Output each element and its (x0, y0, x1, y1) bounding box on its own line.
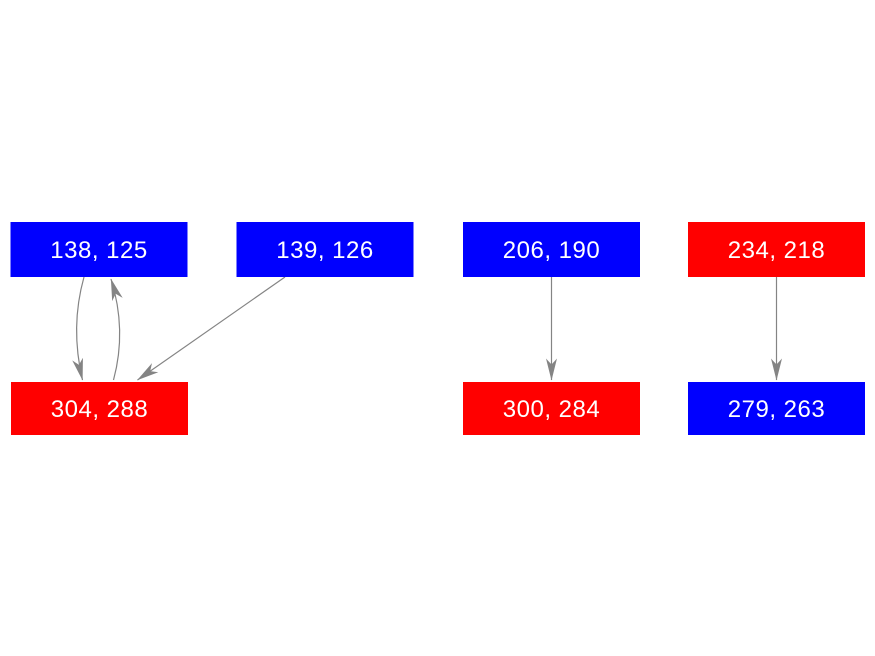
edge-138-125-to-304-288[interactable] (72, 276, 85, 381)
node-138-125[interactable]: 138, 125 (10, 222, 188, 277)
node-box[interactable] (11, 382, 188, 435)
node-box[interactable] (236, 222, 414, 277)
node-label: 138, 125 (50, 237, 147, 264)
node-234-218[interactable]: 234, 218 (688, 222, 865, 277)
node-box[interactable] (463, 222, 640, 277)
node-label: 300, 284 (503, 396, 600, 423)
edge-group (72, 276, 782, 381)
edge-139-126-to-304-288[interactable] (137, 276, 286, 381)
node-206-190[interactable]: 206, 190 (463, 222, 640, 277)
edge-304-288-to-138-125[interactable] (110, 278, 123, 381)
node-300-284[interactable]: 300, 284 (463, 382, 640, 435)
node-box[interactable] (463, 382, 640, 435)
node-box[interactable] (688, 382, 865, 435)
node-139-126[interactable]: 139, 126 (236, 222, 414, 277)
node-label: 206, 190 (503, 237, 600, 264)
node-label: 139, 126 (276, 237, 373, 264)
node-279-263[interactable]: 279, 263 (688, 382, 865, 435)
node-box[interactable] (10, 222, 188, 277)
node-label: 304, 288 (51, 396, 148, 423)
node-box[interactable] (688, 222, 865, 277)
node-label: 279, 263 (728, 396, 825, 423)
node-label: 234, 218 (728, 237, 825, 264)
node-304-288[interactable]: 304, 288 (11, 382, 188, 435)
